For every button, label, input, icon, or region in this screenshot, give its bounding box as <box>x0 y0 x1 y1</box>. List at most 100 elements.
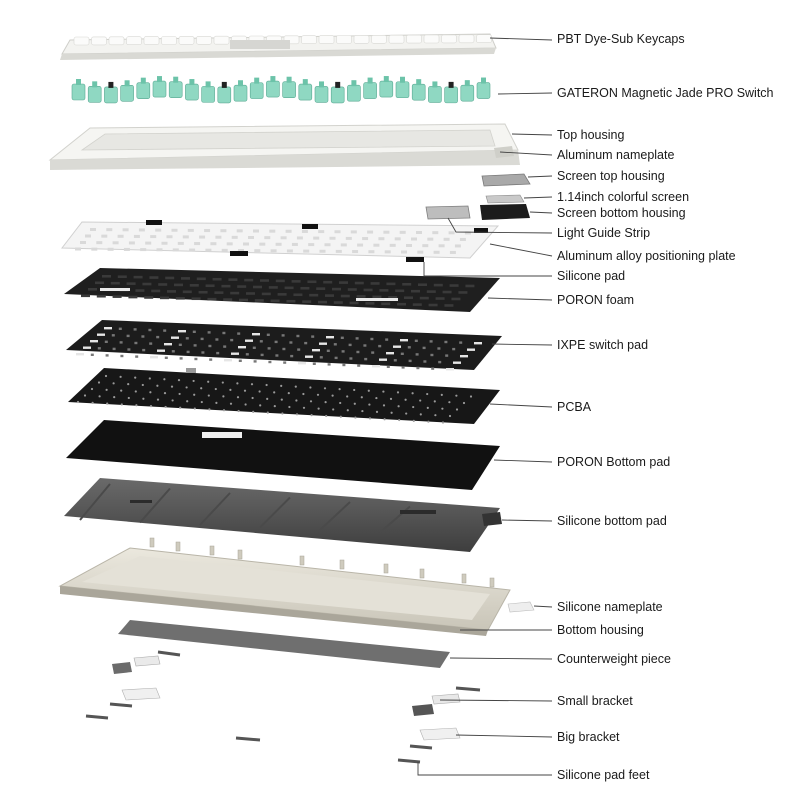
plate-hole <box>150 235 157 239</box>
ixpe-dot <box>304 341 308 345</box>
ixpe-dot <box>149 342 153 345</box>
ixpe-dot <box>415 353 419 356</box>
label-screen: 1.14inch colorful screen <box>557 190 690 204</box>
ixpe-dot <box>90 340 98 343</box>
plate-hole <box>432 231 439 235</box>
foam-hole <box>95 281 104 285</box>
pad-slot <box>400 510 436 514</box>
ixpe-dot <box>208 344 212 348</box>
foam-hole <box>142 282 152 286</box>
switch <box>314 86 329 103</box>
ixpe-dot <box>245 353 249 356</box>
foam-hole <box>135 289 145 292</box>
foam-hole <box>158 283 168 286</box>
plate-hole <box>394 237 401 241</box>
foam-hole <box>386 282 396 286</box>
pcba-dot <box>295 399 298 402</box>
plate-hole <box>340 243 347 247</box>
label-poron-bottom-pad: PORON Bottom pad <box>557 455 671 469</box>
switch <box>298 83 313 101</box>
plate-hole <box>373 243 380 247</box>
foam-hole <box>181 277 190 280</box>
pcba-dot <box>332 408 335 411</box>
foam-hole <box>293 293 303 297</box>
ixpe-dot <box>429 340 433 343</box>
plate-hole <box>231 235 238 239</box>
screen-components <box>425 173 531 220</box>
pcba-dot <box>338 388 341 391</box>
plate-hole <box>438 244 445 248</box>
ixpe-dot <box>385 338 389 341</box>
pcba-dot <box>76 400 80 404</box>
ixpe-dot <box>416 366 420 370</box>
foam-hole <box>205 284 215 288</box>
pcba-dot <box>149 405 153 408</box>
pcba-dot <box>120 389 123 392</box>
leader-pcba <box>489 403 553 408</box>
plate-hole <box>117 234 124 238</box>
plate-hole <box>210 242 217 246</box>
ixpe-dot <box>141 335 145 338</box>
foam-hole <box>126 282 136 285</box>
pcba-dot <box>280 398 283 401</box>
pcba-dot <box>361 409 364 413</box>
ixpe-dot <box>200 337 204 341</box>
foam-hole <box>333 301 343 304</box>
pcba-dot <box>163 378 166 381</box>
switch-stem <box>286 76 292 83</box>
ixpe-dot <box>319 356 323 359</box>
pad-rib <box>199 492 231 526</box>
ixpe-dot <box>186 350 190 354</box>
plate-hole <box>345 236 352 240</box>
ixpe-dot <box>105 354 109 357</box>
switch-stem <box>400 76 405 83</box>
ixpe-dot <box>135 355 139 358</box>
ixpe-dot <box>282 347 286 351</box>
keycap <box>388 34 405 44</box>
ixpe-dot <box>163 329 167 332</box>
plate-hole <box>335 249 342 253</box>
keycap <box>213 35 230 45</box>
plate-hole <box>427 237 434 241</box>
bottom-housing-layer <box>58 537 535 636</box>
leader-screen-top-housing <box>527 175 553 178</box>
switch <box>347 84 361 102</box>
pcba-dot <box>97 381 101 384</box>
keycap <box>301 35 317 45</box>
keycap <box>476 34 492 44</box>
ixpe-dot <box>386 352 394 355</box>
label-silicone-bottom-pad: Silicone bottom pad <box>557 514 667 528</box>
foam-hole <box>128 295 138 299</box>
foam-hole <box>458 291 468 294</box>
ixpe-dot <box>76 353 84 356</box>
ixpe-dot <box>356 350 360 354</box>
pcba-dot <box>419 413 422 416</box>
ixpe-dot <box>327 363 331 366</box>
pcba-dot <box>382 404 386 407</box>
switch-stem <box>464 80 470 87</box>
positioning-plate-layer <box>61 220 500 262</box>
ixpe-dot <box>134 341 138 345</box>
pcba-dot <box>419 399 422 402</box>
foam-hole <box>253 285 262 289</box>
foam-hole <box>182 290 192 294</box>
pcba-dot <box>222 395 225 398</box>
ixpe-dot <box>259 340 263 343</box>
pcba-dot <box>462 401 466 405</box>
pcba-dot <box>134 376 137 379</box>
plate-hole <box>194 242 201 246</box>
ixpe-dot <box>90 353 94 356</box>
pcba-dot <box>287 392 290 395</box>
foam-hole <box>230 291 240 295</box>
ixpe-dot <box>266 333 270 336</box>
foam-hole <box>149 276 159 279</box>
plate-hole <box>264 236 271 240</box>
pcba-dot <box>368 417 372 420</box>
ixpe-dot <box>474 342 482 345</box>
switch <box>428 86 442 103</box>
foam-hole <box>237 285 247 288</box>
ixpe-dot <box>150 356 158 359</box>
ixpe-dot <box>119 341 123 344</box>
leader-switches <box>497 92 553 95</box>
pcba-dot <box>324 401 327 404</box>
